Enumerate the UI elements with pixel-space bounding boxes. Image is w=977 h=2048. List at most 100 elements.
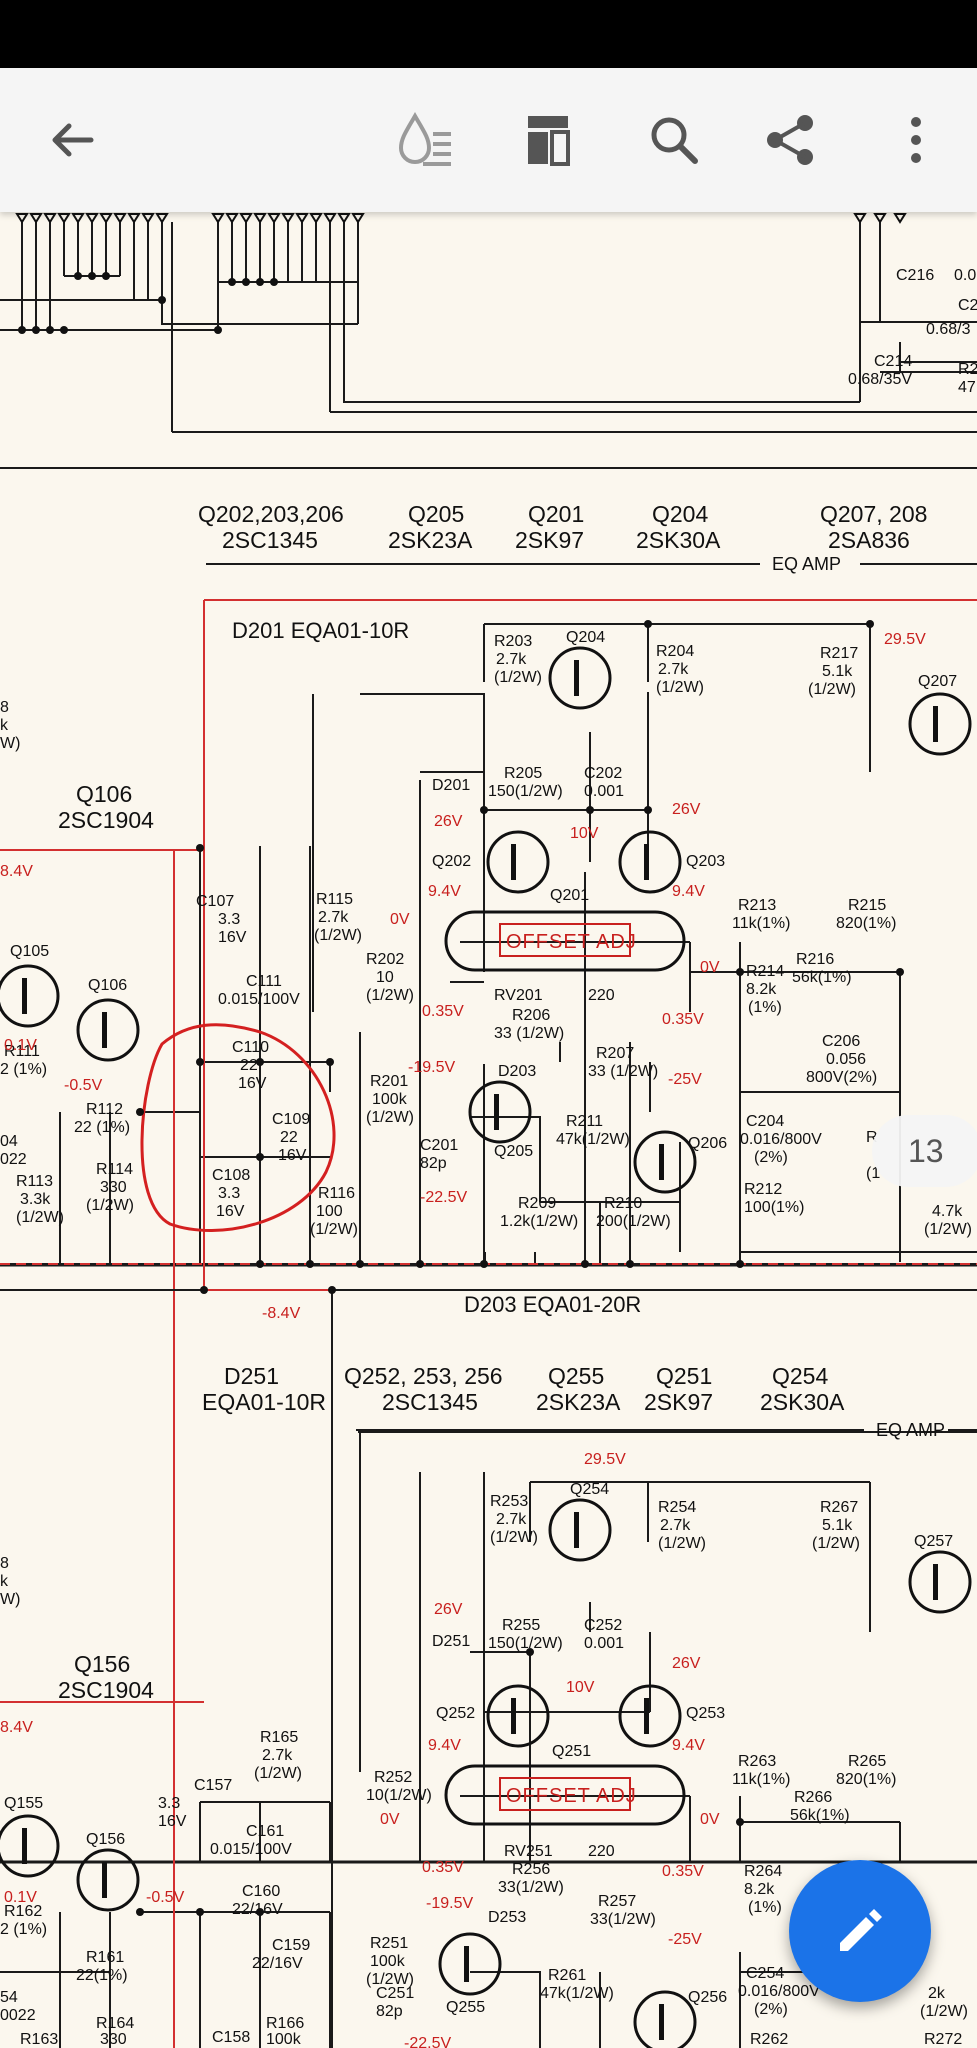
label-r204-watt: (1/2W) (656, 679, 704, 696)
label-r251: R251 (370, 1935, 408, 1952)
label-r215: R215 (848, 897, 886, 914)
label-r2x: R2 (958, 361, 977, 378)
voltage-b-0-1v: 0.1V (4, 1889, 37, 1906)
label-r254: R254 (658, 1499, 696, 1516)
label-r115: R115 (316, 891, 353, 908)
label-r207-value: 33 (1/2W) (588, 1063, 658, 1080)
label-r210-value: 200(1/2W) (596, 1213, 671, 1230)
voltage-b-9-4v-b: 9.4V (672, 1737, 705, 1754)
label-r209-value: 1.2k(1/2W) (500, 1213, 578, 1230)
page-layout-button[interactable] (512, 104, 584, 176)
label-r213: R213 (738, 897, 776, 914)
label-q156-b: Q156 (86, 1831, 125, 1848)
label-q254: Q254 (570, 1481, 609, 1498)
label-c108-volt: 16V (216, 1203, 245, 1220)
label-c111: C111 (246, 973, 282, 990)
label-c109-value: 22 (280, 1129, 298, 1146)
label-c254-value: 0.016/800V (738, 1983, 820, 2000)
page-layout-icon (528, 116, 570, 166)
voltage-b-neg-19-5v: -19.5V (426, 1895, 473, 1912)
drop-lines-button[interactable] (389, 104, 461, 176)
label-r254-watt: (1/2W) (658, 1535, 706, 1552)
label-r215-value: 820(1%) (836, 915, 896, 932)
hdr-top-1-part: 2SC1345 (222, 527, 318, 553)
label-r272: R272 (924, 2031, 962, 2048)
label-r164-value: 330 (100, 2031, 127, 2048)
label-r111: R111 (4, 1043, 40, 1060)
label-r112: R112 (86, 1101, 123, 1118)
hdr-top-5-part: 2SA836 (828, 527, 910, 553)
label-r04: 04 (0, 1133, 18, 1150)
label-r165: R165 (260, 1729, 298, 1746)
back-button[interactable] (36, 104, 108, 176)
label-r253-value: 2.7k (496, 1511, 527, 1528)
q156-ref: Q156 (74, 1651, 130, 1677)
label-c2x-value: 0.68/3 (926, 321, 971, 338)
label-r267: R267 (820, 1499, 858, 1516)
label-rv251-value: 220 (588, 1843, 615, 1860)
label-d253: D253 (488, 1909, 526, 1926)
label-r217-value: 5.1k (822, 663, 853, 680)
label-c161: C161 (246, 1823, 284, 1840)
label-r113-value: 3.3k (20, 1191, 51, 1208)
offset-adj-bottom: OFFSET ADJ (506, 1785, 637, 1807)
label-r262: R262 (750, 2031, 788, 2048)
hdr-bot-2-part: 2SC1345 (382, 1389, 478, 1415)
eq-amp-label-bottom: EQ AMP (876, 1420, 945, 1440)
voltage-b-neg-25v: -25V (668, 1931, 702, 1948)
label-c204-value: 0.016/800V (740, 1131, 822, 1148)
page-number-badge[interactable]: 13 (872, 1115, 977, 1187)
label-r116-value: 100 (316, 1203, 343, 1220)
voltage-0v-b: 0V (700, 959, 720, 976)
voltage-b-neg-22-5v: -22.5V (404, 2035, 451, 2048)
hdr-bot-1-part: EQA01-10R (202, 1389, 326, 1415)
label-r255-value: 150(1/2W) (488, 1635, 563, 1652)
label-c206: C206 (822, 1033, 860, 1050)
document-viewer[interactable]: Q202,203,206 2SC1345 Q205 2SK23A Q201 2S… (0, 212, 977, 2048)
voltage-b-neg-0-5v: -0.5V (146, 1889, 185, 1906)
label-r201-watt: (1/2W) (366, 1109, 414, 1126)
label-r116-watt: (1/2W) (310, 1221, 358, 1238)
label-c201-value: 82p (420, 1155, 447, 1172)
label-r251-value: 100k (370, 1953, 406, 1970)
label-q256: Q256 (688, 1989, 727, 2006)
annotation-circle (140, 1023, 336, 1232)
label-c109-volt: 16V (278, 1147, 307, 1164)
label-r210: R210 (604, 1195, 642, 1212)
label-r166-value: 100k (266, 2031, 302, 2048)
label-r206: R206 (512, 1007, 550, 1024)
label-r253: R253 (490, 1493, 528, 1510)
label-rw-b: W) (0, 1591, 20, 1608)
label-c107-value: 3.3 (218, 911, 240, 928)
label-r203: R203 (494, 633, 532, 650)
label-r115-value: 2.7k (318, 909, 349, 926)
voltage-neg-0-5v: -0.5V (64, 1077, 103, 1094)
hdr-bot-5-part: 2SK30A (760, 1389, 845, 1415)
label-r253-watt: (1/2W) (490, 1529, 538, 1546)
label-r255: R255 (502, 1617, 540, 1634)
label-r-2k: 2k (928, 1985, 946, 2002)
label-q202: Q202 (432, 853, 471, 870)
edit-fab-button[interactable] (789, 1860, 931, 2002)
more-options-button[interactable] (880, 104, 952, 176)
label-r261-value: 47k(1/2W) (540, 1985, 614, 2002)
label-r-2k-watt: (1/2W) (920, 2003, 968, 2020)
label-c110: C110 (232, 1039, 269, 1056)
label-rk-b: k (0, 1573, 9, 1590)
label-r161-value: 22(1%) (76, 1967, 128, 1984)
hdr-bot-4-ref: Q251 (656, 1363, 712, 1389)
hdr-bot-5-ref: Q254 (772, 1363, 828, 1389)
voltage-29-5v: 29.5V (884, 631, 926, 648)
label-rv251: RV251 (504, 1843, 553, 1860)
hdr-bot-3-ref: Q255 (548, 1363, 604, 1389)
label-c214-value: 0.68/35V (848, 371, 912, 388)
search-button[interactable] (638, 104, 710, 176)
voltage-b-26v-a: 26V (434, 1601, 463, 1618)
label-r213-value: 11k(1%) (732, 915, 790, 932)
label-r162: R162 (4, 1903, 42, 1920)
label-r267-watt: (1/2W) (812, 1535, 860, 1552)
share-button[interactable] (754, 104, 826, 176)
hdr-bot-4-part: 2SK97 (644, 1389, 713, 1415)
mid-diode-title: D203 EQA01-20R (464, 1292, 641, 1317)
label-c158: C158 (212, 2029, 250, 2046)
